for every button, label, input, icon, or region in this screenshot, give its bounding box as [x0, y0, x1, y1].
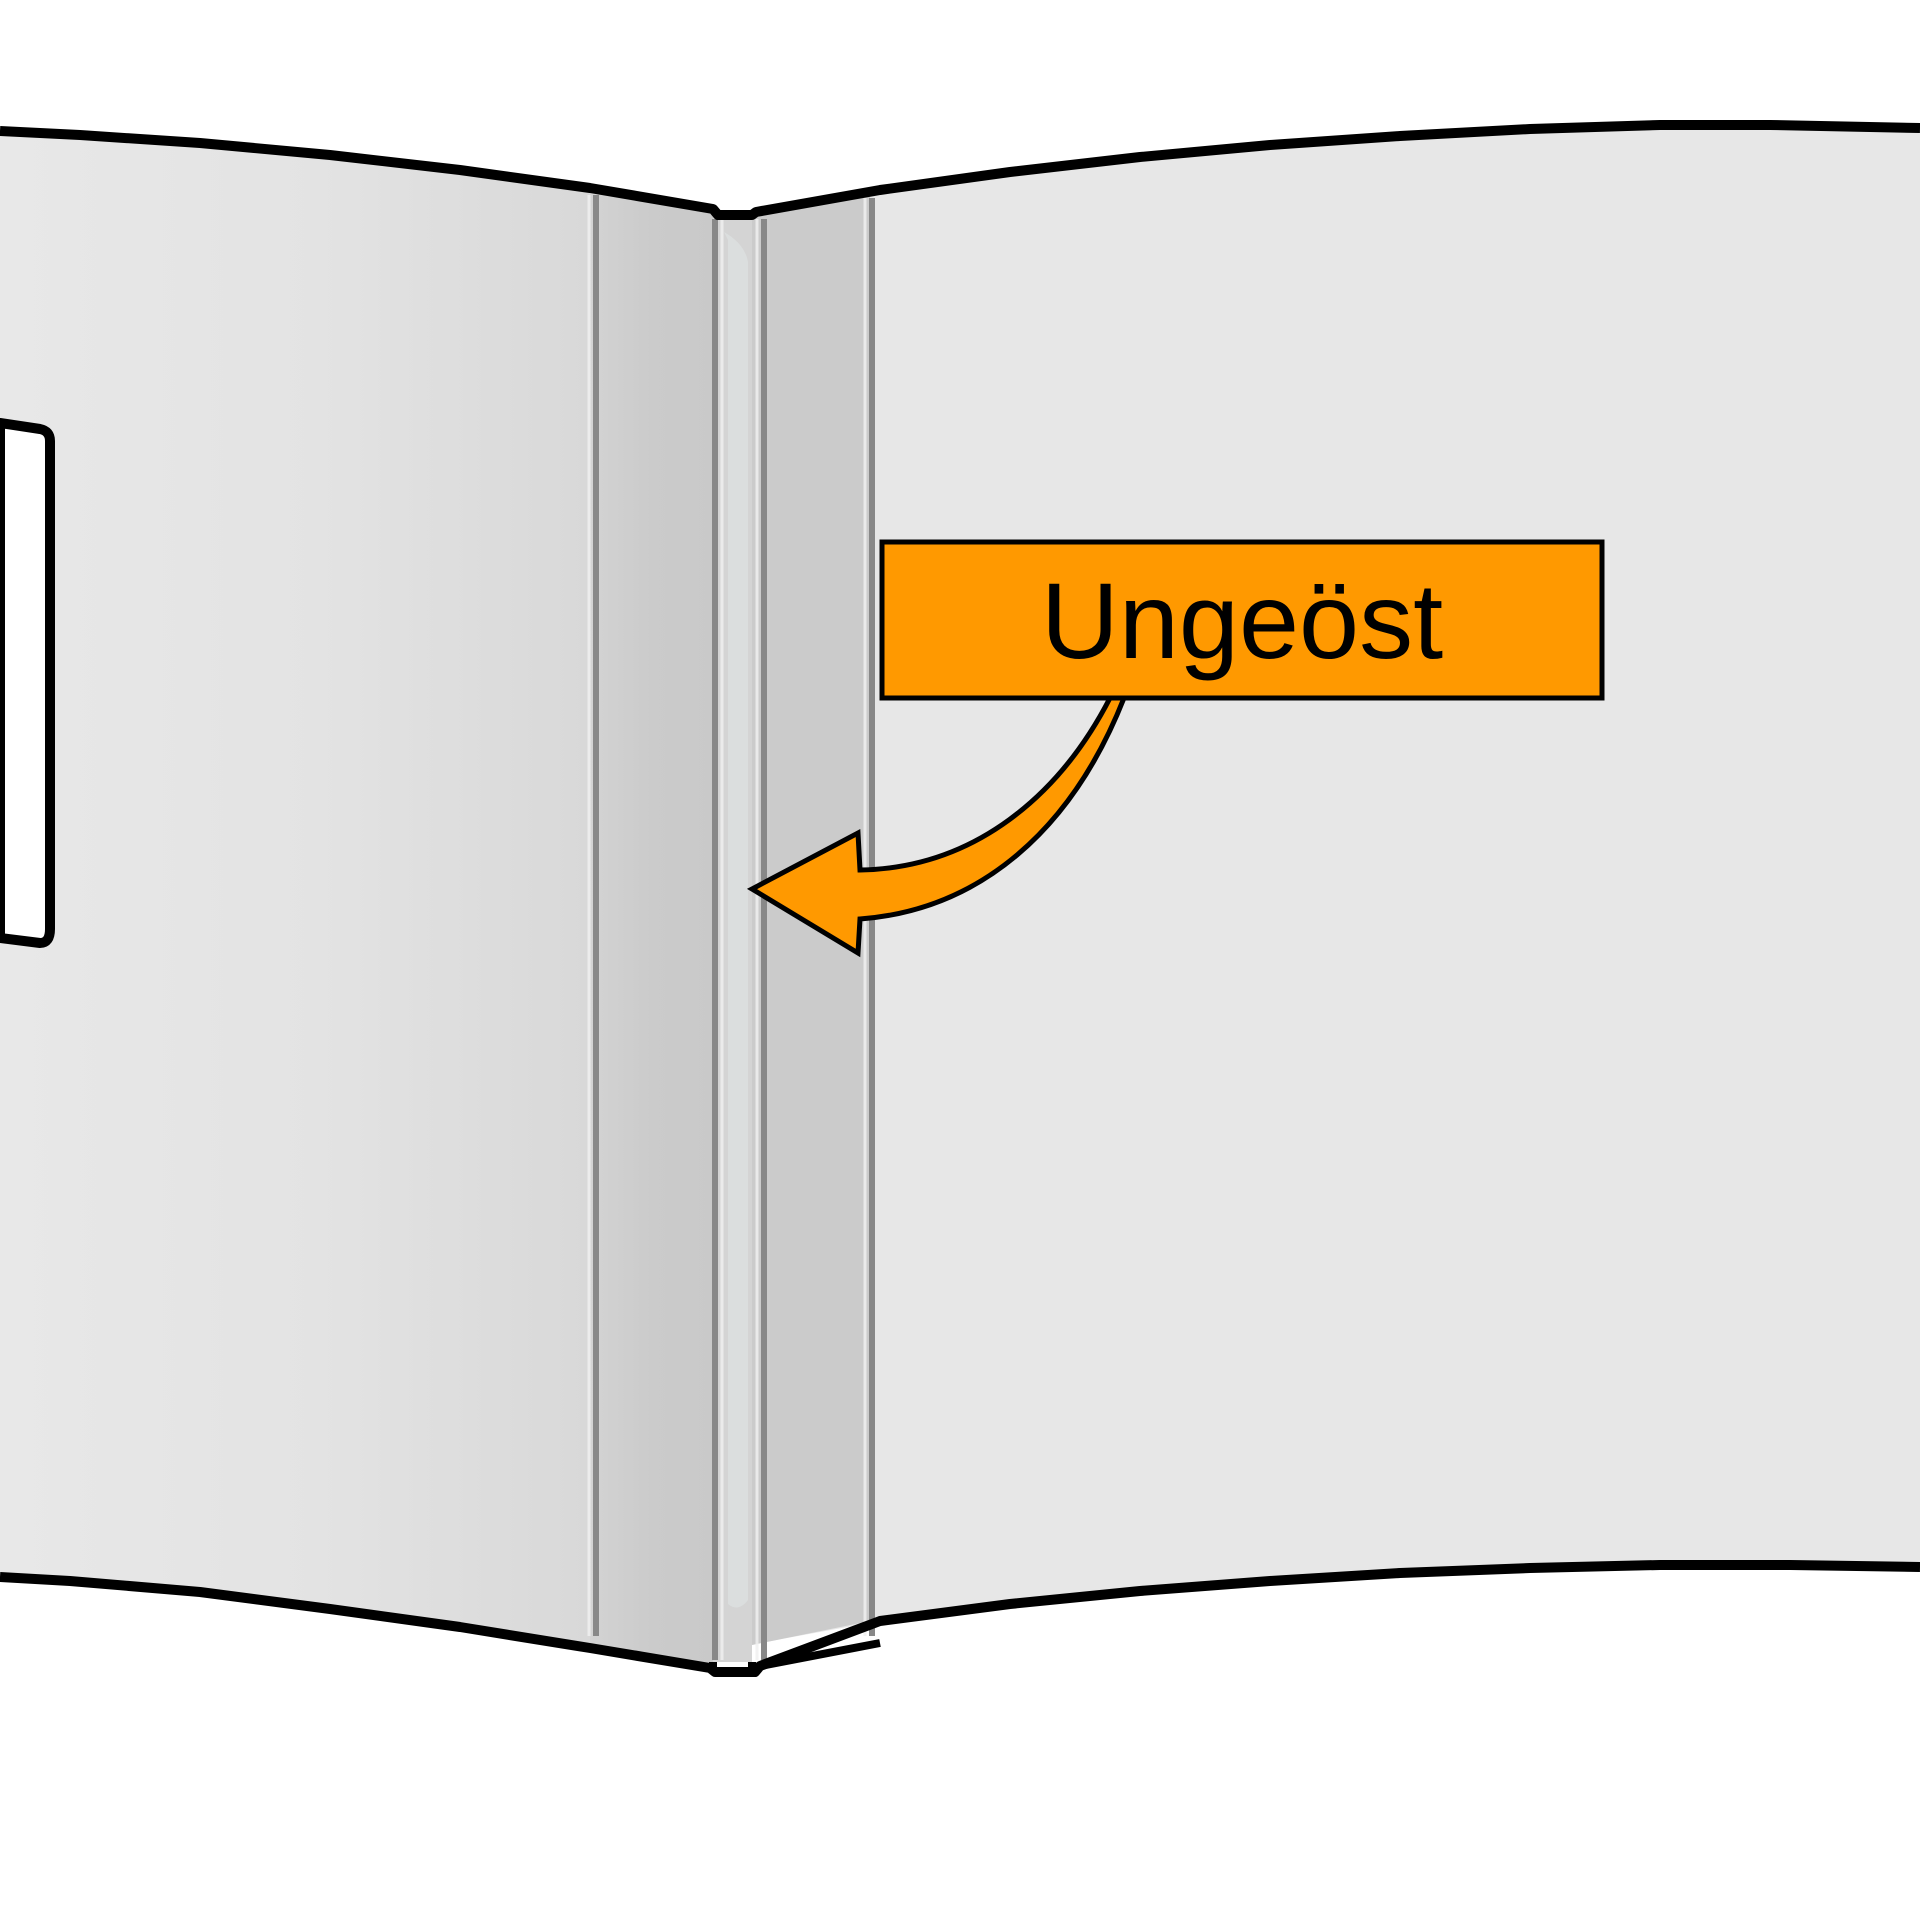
right-cover [752, 125, 1920, 1645]
callout: Ungeöst [746, 539, 1605, 958]
binder-top-edge [0, 120, 1920, 220]
callout-box [879, 539, 1605, 701]
callout-arrow [746, 695, 1128, 958]
left-spine-panel [590, 188, 713, 1670]
groove-highlights [587, 195, 867, 1660]
left-cover [0, 131, 713, 1670]
callout-label: Ungeöst [1041, 560, 1443, 681]
spine-bottom-edge [709, 1639, 881, 1672]
spine-highlight [724, 232, 748, 1608]
label-window [0, 418, 55, 948]
